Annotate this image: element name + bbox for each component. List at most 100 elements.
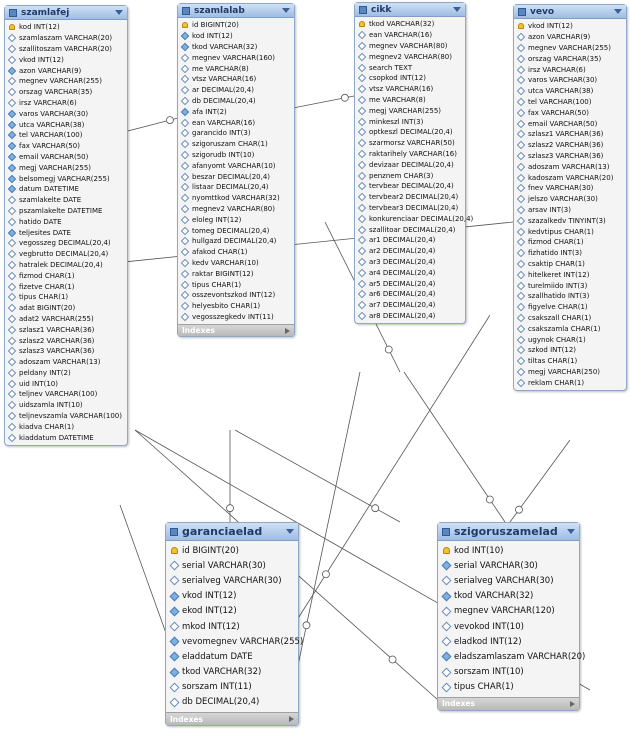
indexes-footer[interactable]: Indexes bbox=[438, 696, 579, 710]
column-row[interactable]: tkod VARCHAR(32) bbox=[438, 589, 579, 604]
column-row[interactable]: adat BIGINT(20) bbox=[5, 303, 127, 314]
column-row[interactable]: szlasz2 VARCHAR(36) bbox=[514, 140, 626, 151]
column-row[interactable]: megnev2 VARCHAR(80) bbox=[355, 51, 465, 62]
column-row[interactable]: szamlakelte DATE bbox=[5, 195, 127, 206]
column-row[interactable]: vkod INT(12) bbox=[5, 54, 127, 65]
column-row[interactable]: irsz VARCHAR(6) bbox=[5, 98, 127, 109]
column-row[interactable]: ean VARCHAR(16) bbox=[178, 117, 294, 128]
column-row[interactable]: serialveg VARCHAR(30) bbox=[438, 573, 579, 588]
column-row[interactable]: sorszam INT(11) bbox=[166, 680, 298, 695]
column-row[interactable]: szlasz1 VARCHAR(36) bbox=[5, 324, 127, 335]
column-row[interactable]: szkod INT(12) bbox=[514, 345, 626, 356]
column-row[interactable]: optkeszl DECIMAL(20,4) bbox=[355, 127, 465, 138]
column-row[interactable]: varos VARCHAR(30) bbox=[5, 108, 127, 119]
column-row[interactable]: vtsz VARCHAR(16) bbox=[178, 74, 294, 85]
column-row[interactable]: szlasz3 VARCHAR(36) bbox=[514, 151, 626, 162]
column-row[interactable]: szarmorsz VARCHAR(50) bbox=[355, 138, 465, 149]
table-header[interactable]: szamlalab bbox=[178, 4, 294, 18]
column-row[interactable]: minkeszl INT(3) bbox=[355, 116, 465, 127]
column-row[interactable]: peldany INT(2) bbox=[5, 368, 127, 379]
table-header[interactable]: cikk bbox=[355, 3, 465, 17]
column-row[interactable]: eladdatum DATE bbox=[166, 649, 298, 664]
column-row[interactable]: belsomegj VARCHAR(255) bbox=[5, 173, 127, 184]
column-row[interactable]: vegbrutto DECIMAL(20,4) bbox=[5, 249, 127, 260]
column-row[interactable]: ekod INT(12) bbox=[166, 604, 298, 619]
column-row[interactable]: utca VARCHAR(38) bbox=[5, 119, 127, 130]
column-row[interactable]: search TEXT bbox=[355, 62, 465, 73]
collapse-chevron-icon[interactable] bbox=[567, 529, 575, 534]
column-row[interactable]: vkod INT(12) bbox=[514, 21, 626, 32]
column-row[interactable]: fizetve CHAR(1) bbox=[5, 281, 127, 292]
table-header[interactable]: vevo bbox=[514, 5, 626, 19]
column-row[interactable]: uidszamla INT(10) bbox=[5, 400, 127, 411]
column-row[interactable]: hatralek DECIMAL(20,4) bbox=[5, 260, 127, 271]
column-row[interactable]: tiltas CHAR(1) bbox=[514, 356, 626, 367]
indexes-footer[interactable]: Indexes bbox=[166, 712, 298, 726]
column-row[interactable]: szazalkedv TINYINT(3) bbox=[514, 215, 626, 226]
column-row[interactable]: teljnev VARCHAR(100) bbox=[5, 389, 127, 400]
column-row[interactable]: eladszamlaszam VARCHAR(20) bbox=[438, 649, 585, 664]
column-row[interactable]: serial VARCHAR(30) bbox=[438, 558, 579, 573]
column-row[interactable]: arsav INT(3) bbox=[514, 205, 626, 216]
column-row[interactable]: csaktip CHAR(1) bbox=[514, 259, 626, 270]
column-row[interactable]: tervbear2 DECIMAL(20,4) bbox=[355, 192, 465, 203]
column-row[interactable]: devizaar DECIMAL(20,4) bbox=[355, 159, 465, 170]
collapse-chevron-icon[interactable] bbox=[453, 7, 461, 12]
column-row[interactable]: email VARCHAR(50) bbox=[514, 118, 626, 129]
column-row[interactable]: azon VARCHAR(9) bbox=[514, 32, 626, 43]
column-row[interactable]: fizhatido INT(3) bbox=[514, 248, 626, 259]
column-row[interactable]: szigoruszam CHAR(1) bbox=[178, 139, 294, 150]
column-row[interactable]: vegosszeg DECIMAL(20,4) bbox=[5, 238, 127, 249]
table-header[interactable]: szamlafej bbox=[5, 6, 127, 20]
column-row[interactable]: tel VARCHAR(100) bbox=[5, 130, 127, 141]
column-row[interactable]: orszag VARCHAR(35) bbox=[514, 53, 626, 64]
column-row[interactable]: tipus CHAR(1) bbox=[5, 292, 127, 303]
column-row[interactable]: kedvtipus CHAR(1) bbox=[514, 226, 626, 237]
column-row[interactable]: ean VARCHAR(16) bbox=[355, 30, 465, 41]
indexes-footer[interactable]: Indexes bbox=[178, 324, 294, 337]
expand-arrow-icon[interactable] bbox=[289, 716, 294, 723]
column-row[interactable]: tkod VARCHAR(32) bbox=[178, 42, 294, 53]
column-row[interactable]: db DECIMAL(20,4) bbox=[178, 96, 294, 107]
column-row[interactable]: megj VARCHAR(255) bbox=[355, 105, 465, 116]
column-row[interactable]: turelmiido INT(3) bbox=[514, 280, 626, 291]
column-row[interactable]: penznem CHAR(3) bbox=[355, 170, 465, 181]
column-row[interactable]: szlasz2 VARCHAR(36) bbox=[5, 335, 127, 346]
column-row[interactable]: eladkod INT(12) bbox=[438, 634, 579, 649]
column-row[interactable]: tervbear DECIMAL(20,4) bbox=[355, 181, 465, 192]
column-row[interactable]: mkod INT(12) bbox=[166, 619, 298, 634]
column-row[interactable]: szallhatido INT(3) bbox=[514, 291, 626, 302]
column-row[interactable]: kiaddatum DATETIME bbox=[5, 432, 127, 443]
column-row[interactable]: ar4 DECIMAL(20,4) bbox=[355, 267, 465, 278]
column-row[interactable]: nyomttkod VARCHAR(32) bbox=[178, 193, 294, 204]
collapse-chevron-icon[interactable] bbox=[115, 10, 123, 15]
table-header[interactable]: szigoruszamelad bbox=[438, 523, 579, 541]
column-row[interactable]: vevokod INT(10) bbox=[438, 619, 579, 634]
collapse-chevron-icon[interactable] bbox=[282, 8, 290, 13]
column-row[interactable]: serialveg VARCHAR(30) bbox=[166, 573, 298, 588]
column-row[interactable]: reklam CHAR(1) bbox=[514, 377, 626, 388]
collapse-chevron-icon[interactable] bbox=[614, 9, 622, 14]
column-row[interactable]: kadoszam VARCHAR(20) bbox=[514, 172, 626, 183]
column-row[interactable]: fnev VARCHAR(30) bbox=[514, 183, 626, 194]
column-row[interactable]: kiadva CHAR(1) bbox=[5, 421, 127, 432]
column-row[interactable]: szamlaszam VARCHAR(20) bbox=[5, 33, 127, 44]
column-row[interactable]: megnev VARCHAR(160) bbox=[178, 52, 294, 63]
column-row[interactable]: vkod INT(12) bbox=[166, 589, 298, 604]
column-row[interactable]: hatido DATE bbox=[5, 216, 127, 227]
column-row[interactable]: adoszam VARCHAR(13) bbox=[5, 357, 127, 368]
column-row[interactable]: figyelve CHAR(1) bbox=[514, 302, 626, 313]
column-row[interactable]: ar3 DECIMAL(20,4) bbox=[355, 257, 465, 268]
column-row[interactable]: tkod VARCHAR(32) bbox=[355, 19, 465, 30]
column-row[interactable]: fizmod CHAR(1) bbox=[5, 270, 127, 281]
column-row[interactable]: adoszam VARCHAR(13) bbox=[514, 161, 626, 172]
column-row[interactable]: ar6 DECIMAL(20,4) bbox=[355, 289, 465, 300]
column-row[interactable]: tervbear3 DECIMAL(20,4) bbox=[355, 203, 465, 214]
column-row[interactable]: email VARCHAR(50) bbox=[5, 152, 127, 163]
column-row[interactable]: id BIGINT(20) bbox=[178, 20, 294, 31]
column-row[interactable]: jelszo VARCHAR(30) bbox=[514, 194, 626, 205]
column-row[interactable]: fizmod CHAR(1) bbox=[514, 237, 626, 248]
